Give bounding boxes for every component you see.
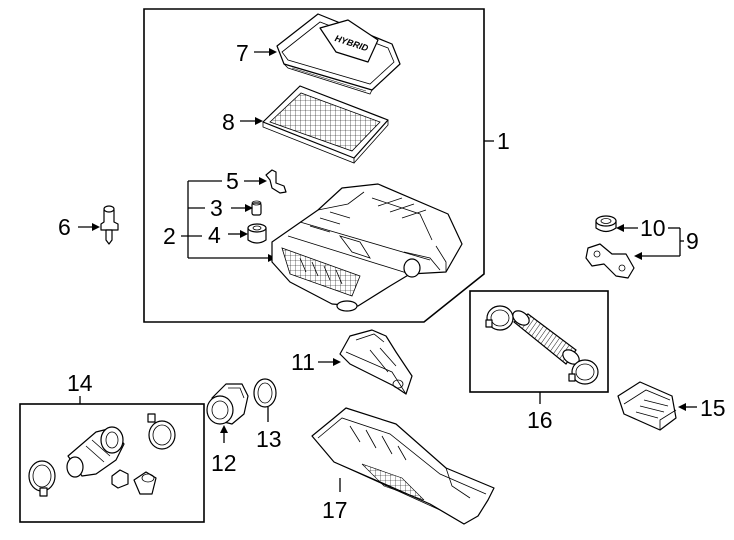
callout-11: 11 [291, 349, 315, 375]
leader-3 [231, 204, 253, 212]
leader-8 [240, 117, 263, 125]
leader-4 [228, 230, 248, 238]
callout-7: 7 [236, 40, 249, 66]
leader-10 [616, 224, 638, 232]
air-deflector-part [311, 407, 495, 525]
hose-kit-box [469, 290, 609, 393]
callout-17: 17 [322, 497, 348, 523]
intake-duct-part [339, 329, 413, 395]
leader-12 [220, 425, 228, 443]
callout-2: 2 [163, 223, 176, 249]
upper-cover-part: HYBRID [276, 13, 401, 95]
callout-1: 1 [497, 128, 510, 154]
callout-16: 16 [527, 407, 553, 433]
rubber-grommet-part [595, 215, 617, 233]
seal-ring-part [253, 378, 277, 408]
callout-9: 9 [686, 228, 699, 254]
bushing-part [247, 223, 267, 244]
callout-12: 12 [211, 450, 237, 476]
resonator-kit-box [19, 403, 205, 523]
callout-10: 10 [640, 215, 666, 241]
filter-element-part [262, 85, 389, 164]
control-module-part [617, 381, 677, 431]
outlet-hose-part [485, 305, 599, 385]
bracket-part [265, 169, 287, 194]
air-cleaner-housing-part [271, 183, 463, 312]
callout-15: 15 [700, 395, 726, 421]
callout-4: 4 [208, 222, 221, 248]
leader-11 [318, 358, 341, 366]
grommet-part [251, 200, 262, 216]
maf-sensor-part [206, 383, 249, 425]
callout-13: 13 [256, 426, 282, 452]
callout-5: 5 [226, 168, 239, 194]
push-pin-part [100, 205, 119, 245]
callout-14: 14 [67, 370, 93, 396]
leader-5 [244, 177, 267, 185]
leader-7 [254, 48, 277, 56]
assembly-outline-box [143, 8, 485, 323]
mount-bracket-part [585, 243, 635, 279]
leader-15 [678, 403, 697, 411]
callout-8: 8 [222, 109, 235, 135]
callout-6: 6 [58, 214, 71, 240]
leader-6 [78, 223, 100, 231]
resonator-hose-part [28, 413, 176, 497]
leader-9 [634, 227, 684, 260]
callout-3: 3 [210, 195, 223, 221]
